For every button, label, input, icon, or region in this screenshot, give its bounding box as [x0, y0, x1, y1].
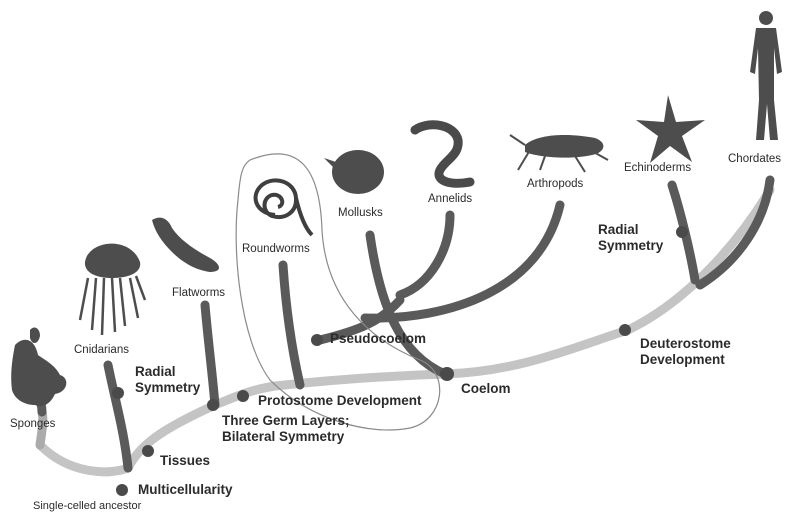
label-radial-symmetry-echinoderms-line1: Radial [598, 222, 663, 238]
label-protostome-development: Protostome Development [258, 393, 422, 409]
node-radial-symmetry-cnidarians [112, 387, 124, 399]
label-three-germ-layers: Three Germ Layers; Bilateral Symmetry [222, 413, 350, 445]
branch-annelids [400, 215, 450, 295]
annelid-illustration [415, 125, 470, 183]
label-deuterostome-development: Deuterostome Development [640, 336, 731, 368]
branch-roundworms [283, 265, 300, 385]
label-deuterostome-line1: Deuterostome [640, 336, 731, 352]
branch-cnidarians [108, 365, 128, 468]
node-deuterostome-development [619, 324, 631, 336]
label-mollusks: Mollusks [338, 207, 383, 219]
label-arthropods: Arthropods [527, 178, 583, 190]
node-pseudocoelom [311, 334, 323, 346]
jellyfish-illustration [80, 244, 145, 335]
node-protostome-development [237, 390, 249, 402]
label-flatworms: Flatworms [172, 287, 225, 299]
starfish-illustration [636, 95, 705, 163]
mollusk-illustration [324, 150, 384, 194]
label-single-celled-ancestor: Single-celled ancestor [33, 500, 141, 512]
label-sponges: Sponges [10, 418, 55, 430]
label-radial-symmetry-cnidarians-line2: Symmetry [135, 380, 200, 396]
label-cnidarians: Cnidarians [74, 344, 129, 356]
label-three-germ-layers-line1: Three Germ Layers; [222, 413, 350, 429]
label-radial-symmetry-cnidarians: Radial Symmetry [135, 364, 200, 396]
label-radial-symmetry-cnidarians-line1: Radial [135, 364, 200, 380]
arthropod-illustration [510, 135, 608, 172]
human-illustration [750, 11, 782, 140]
roundworm-illustration [256, 180, 312, 235]
flatworm-illustration [152, 218, 219, 272]
label-multicellularity: Multicellularity [138, 482, 233, 498]
node-radial-symmetry-echinoderms [676, 226, 688, 238]
label-chordates: Chordates [728, 153, 781, 165]
node-three-germ-layers [207, 399, 219, 411]
branch-mollusks [370, 235, 445, 374]
label-three-germ-layers-line2: Bilateral Symmetry [222, 429, 350, 445]
label-coelom: Coelom [461, 381, 511, 397]
node-tissues [142, 445, 154, 457]
label-radial-symmetry-echinoderms: Radial Symmetry [598, 222, 663, 254]
label-tissues: Tissues [160, 453, 210, 469]
branch-flatworms [205, 305, 215, 405]
label-echinoderms: Echinoderms [624, 162, 691, 174]
node-coelom [440, 367, 454, 381]
label-roundworms: Roundworms [242, 243, 310, 255]
label-deuterostome-line2: Development [640, 352, 731, 368]
sponge-illustration [11, 328, 66, 407]
label-pseudocoelom: Pseudocoelom [330, 331, 426, 347]
label-radial-symmetry-echinoderms-line2: Symmetry [598, 238, 663, 254]
node-multicellularity [116, 484, 128, 496]
label-annelids: Annelids [428, 193, 472, 205]
